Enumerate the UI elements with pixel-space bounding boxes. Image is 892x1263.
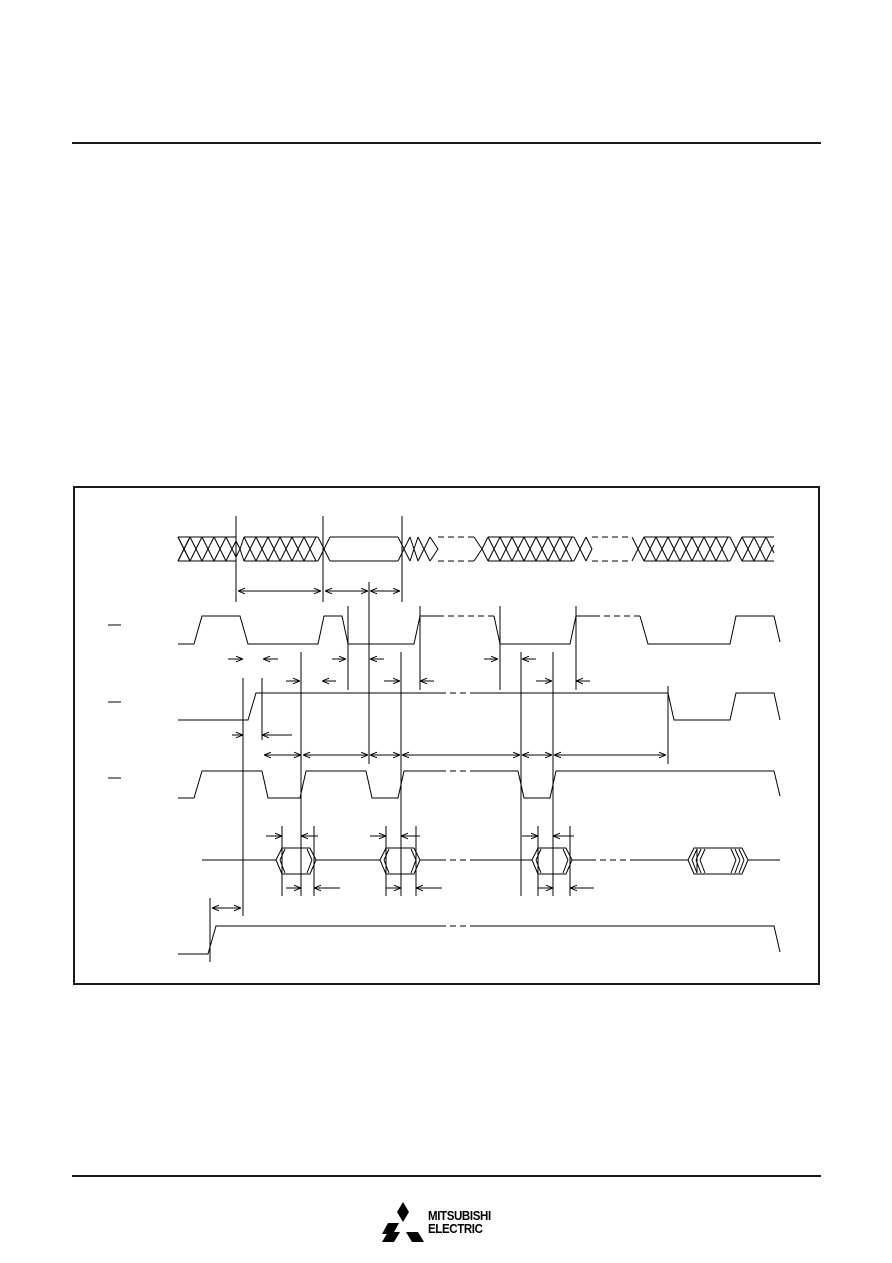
signal-3-reference-lines (300, 582, 554, 896)
signal-2-timing-arrows (232, 735, 666, 755)
signal-3-waveform-b (470, 770, 781, 799)
data-bus-timing-arrows (266, 836, 594, 888)
signal-1-reference-lines (347, 606, 577, 690)
signal-1-waveform-b (493, 615, 594, 645)
signal-2-waveform-b (470, 692, 781, 721)
address-bus-waveform (177, 536, 775, 562)
header-rule (72, 142, 821, 144)
signal-5-timing-marks (209, 898, 241, 962)
three-diamonds-icon (382, 1202, 424, 1242)
address-reference-lines (235, 516, 403, 602)
data-bus-reference-lines (281, 826, 571, 896)
signal-3-waveform (178, 770, 440, 799)
signal-2-waveform (178, 692, 440, 721)
signal-1-waveform (178, 615, 438, 645)
mitsubishi-electric-logo: MITSUBISHI ELECTRIC (380, 1201, 515, 1245)
signal-2-reference-lines (242, 678, 669, 916)
brand-line-1: MITSUBISHI (428, 1209, 491, 1223)
signal-1-timing-arrows (228, 659, 590, 681)
timing-diagram-frame (73, 486, 820, 985)
signal-5-waveform (178, 925, 440, 955)
footer-rule (72, 1175, 821, 1177)
signal-1-waveform-c (639, 615, 781, 645)
brand-line-2: ELECTRIC (428, 1222, 483, 1236)
data-valid-windows (275, 847, 749, 875)
signal-5-waveform-b (470, 925, 781, 953)
